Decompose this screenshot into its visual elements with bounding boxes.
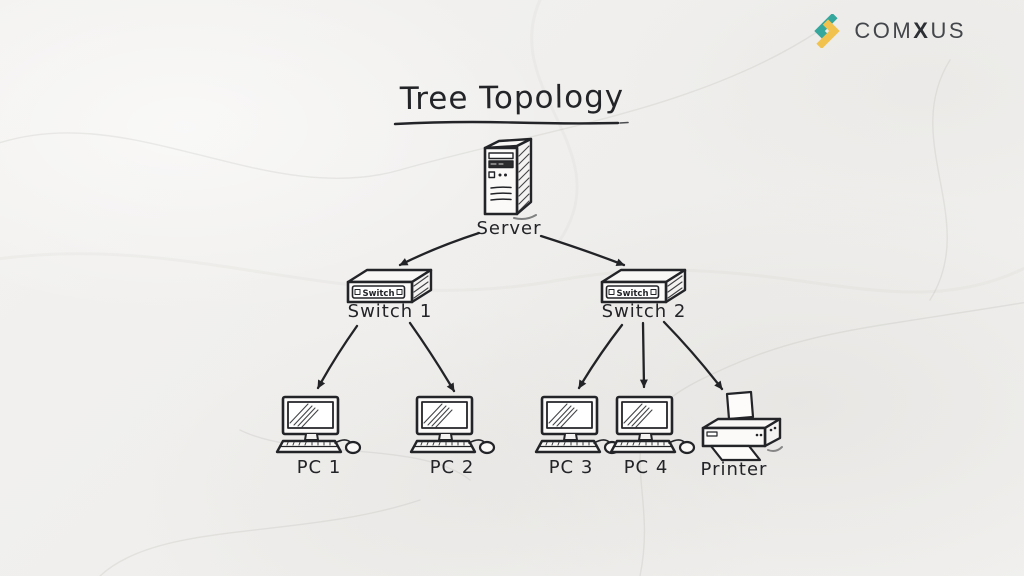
server-icon <box>483 137 537 220</box>
computer-icon <box>409 395 496 455</box>
pc1-label: PC 1 <box>296 457 342 478</box>
pc4-node <box>608 394 700 458</box>
switch1-device-text: Switch <box>362 289 394 299</box>
switch1-label: Switch 1 <box>347 301 433 322</box>
computer-icon <box>275 395 362 455</box>
edge-server-switch1 <box>398 231 481 267</box>
diagram-title-block: Tree Topology <box>392 78 632 128</box>
diagram-title: Tree Topology <box>399 78 625 118</box>
edge-switch1-pc2 <box>408 321 456 393</box>
printer-label: Printer <box>700 459 768 480</box>
printer-icon <box>701 390 783 462</box>
computer-icon <box>609 395 696 455</box>
switch-icon: Switch <box>346 268 433 304</box>
pc1-node <box>274 394 366 458</box>
switch2-device-text: Switch <box>616 289 648 299</box>
edge-server-switch2 <box>539 234 626 267</box>
switch-icon: Switch <box>600 268 687 304</box>
title-underline <box>393 120 629 126</box>
edge-switch2-printer <box>662 320 724 391</box>
logo: COMXUS <box>810 14 966 48</box>
comxus-logo-icon <box>814 14 841 48</box>
server-node <box>474 134 552 222</box>
server-label: Server <box>476 218 542 239</box>
logo-text-com: COM <box>854 18 914 43</box>
logo-text-us: US <box>930 18 966 43</box>
switch1-node: Switch <box>344 262 436 308</box>
edge-switch2-pc3 <box>577 323 624 390</box>
pc3-label: PC 3 <box>548 457 594 478</box>
logo-text-x: X <box>913 18 931 43</box>
logo-yellow-arrow <box>816 19 841 48</box>
pc2-label: PC 2 <box>429 457 475 478</box>
printer-node <box>694 390 786 464</box>
logo-wordmark: COMXUS <box>854 18 966 44</box>
switch2-node: Switch <box>598 262 690 308</box>
switch2-label: Switch 2 <box>601 301 687 322</box>
pc4-label: PC 4 <box>623 457 669 478</box>
pc2-node <box>408 394 500 458</box>
edge-switch1-pc1 <box>316 324 359 390</box>
edge-switch2-pc4 <box>639 321 648 389</box>
